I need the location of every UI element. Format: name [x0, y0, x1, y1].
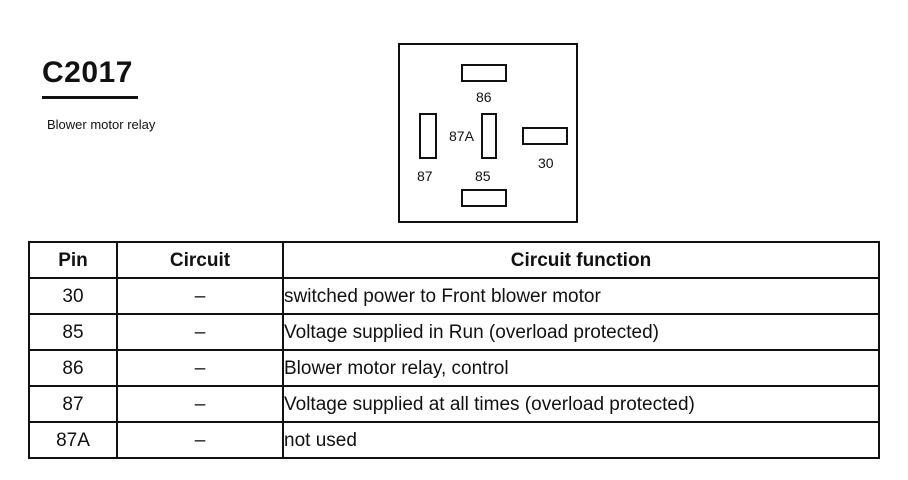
function-cell: Voltage supplied in Run (overload protec…: [282, 313, 880, 351]
pin-86-label: 86: [476, 89, 492, 105]
connector-face-diagram: 86 87 87A 30 85: [398, 43, 578, 223]
pin-table: Pin Circuit Circuit function 30 – switch…: [28, 241, 880, 459]
table-row: 30 – switched power to Front blower moto…: [28, 277, 880, 315]
table-header-row: Pin Circuit Circuit function: [28, 241, 880, 279]
function-cell: not used: [282, 421, 880, 459]
header-circuit-function: Circuit function: [282, 241, 880, 279]
pin-87-label: 87: [417, 168, 433, 184]
pin-85-label: 85: [475, 168, 491, 184]
circuit-cell: –: [116, 277, 284, 315]
pin-85-slot: [461, 189, 507, 207]
circuit-cell: –: [116, 313, 284, 351]
pin-cell: 86: [28, 349, 118, 387]
pin-30-label: 30: [538, 155, 554, 171]
pin-87a-slot: [481, 113, 497, 159]
pin-86-slot: [461, 64, 507, 82]
header-pin: Pin: [28, 241, 118, 279]
circuit-cell: –: [116, 421, 284, 459]
pin-30-slot: [522, 127, 568, 145]
table-row: 87A – not used: [28, 421, 880, 459]
function-cell: switched power to Front blower motor: [282, 277, 880, 315]
pin-cell: 30: [28, 277, 118, 315]
pin-87-slot: [419, 113, 437, 159]
pin-cell: 87A: [28, 421, 118, 459]
table-row: 85 – Voltage supplied in Run (overload p…: [28, 313, 880, 351]
circuit-cell: –: [116, 349, 284, 387]
header-circuit: Circuit: [116, 241, 284, 279]
connector-id-underline: [42, 96, 138, 99]
connector-id: C2017: [42, 56, 133, 89]
table-row: 87 – Voltage supplied at all times (over…: [28, 385, 880, 423]
pin-87a-label: 87A: [449, 128, 474, 144]
table-row: 86 – Blower motor relay, control: [28, 349, 880, 387]
connector-description: Blower motor relay: [47, 117, 156, 132]
pin-cell: 85: [28, 313, 118, 351]
pin-cell: 87: [28, 385, 118, 423]
function-cell: Blower motor relay, control: [282, 349, 880, 387]
function-cell: Voltage supplied at all times (overload …: [282, 385, 880, 423]
circuit-cell: –: [116, 385, 284, 423]
